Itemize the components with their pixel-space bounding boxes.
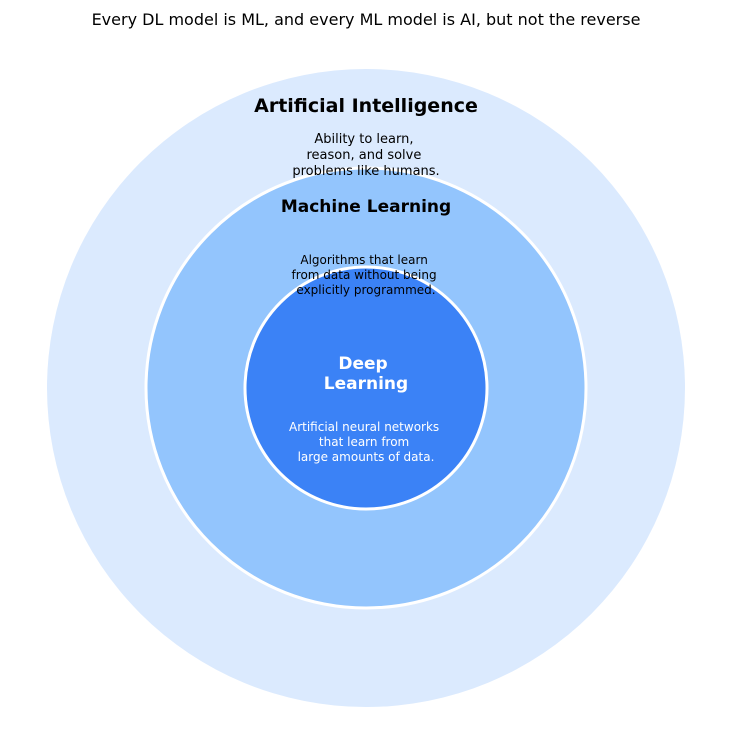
ml-description-line: Algorithms that learn xyxy=(300,253,427,267)
dl-description-line: large amounts of data. xyxy=(298,450,435,464)
ai-description: Ability to learn, reason, and solve prob… xyxy=(292,132,439,179)
dl-description-line: Artificial neural networks xyxy=(289,420,439,434)
ai-description-line: Ability to learn, xyxy=(314,132,413,147)
dl-label: Deep Learning xyxy=(324,354,408,394)
ml-description-line: from data without being xyxy=(292,268,437,282)
dl-description: Artificial neural networks that learn fr… xyxy=(289,420,443,464)
dl-description-line: that learn from xyxy=(319,435,409,449)
ml-description-line: explicitly programmed. xyxy=(296,283,435,297)
ai-description-line: problems like humans. xyxy=(292,164,439,179)
diagram-title: Every DL model is ML, and every ML model… xyxy=(92,10,641,29)
dl-label-line: Learning xyxy=(324,374,408,394)
ai-label: Artificial Intelligence xyxy=(254,95,478,117)
ai-description-line: reason, and solve xyxy=(306,148,421,163)
ml-label: Machine Learning xyxy=(281,197,451,217)
dl-circle xyxy=(243,265,489,511)
ml-description: Algorithms that learn from data without … xyxy=(292,253,441,297)
dl-label-line: Deep xyxy=(338,354,387,374)
